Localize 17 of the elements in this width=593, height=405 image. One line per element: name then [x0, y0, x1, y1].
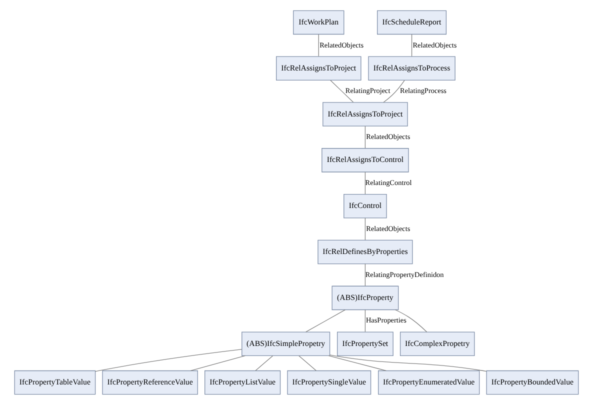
connector [411, 34, 412, 57]
connector [318, 34, 319, 57]
connector [364, 172, 366, 194]
connector [330, 354, 487, 372]
connector [255, 355, 274, 371]
connector [95, 348, 242, 372]
connector [328, 355, 386, 372]
connector [190, 355, 246, 372]
connector [383, 80, 405, 103]
connector [306, 310, 346, 332]
connector [394, 309, 428, 332]
connector [364, 310, 366, 332]
connector [298, 355, 316, 371]
connector [364, 264, 366, 286]
connector [330, 80, 354, 103]
connector [364, 218, 366, 240]
connector [364, 126, 366, 148]
